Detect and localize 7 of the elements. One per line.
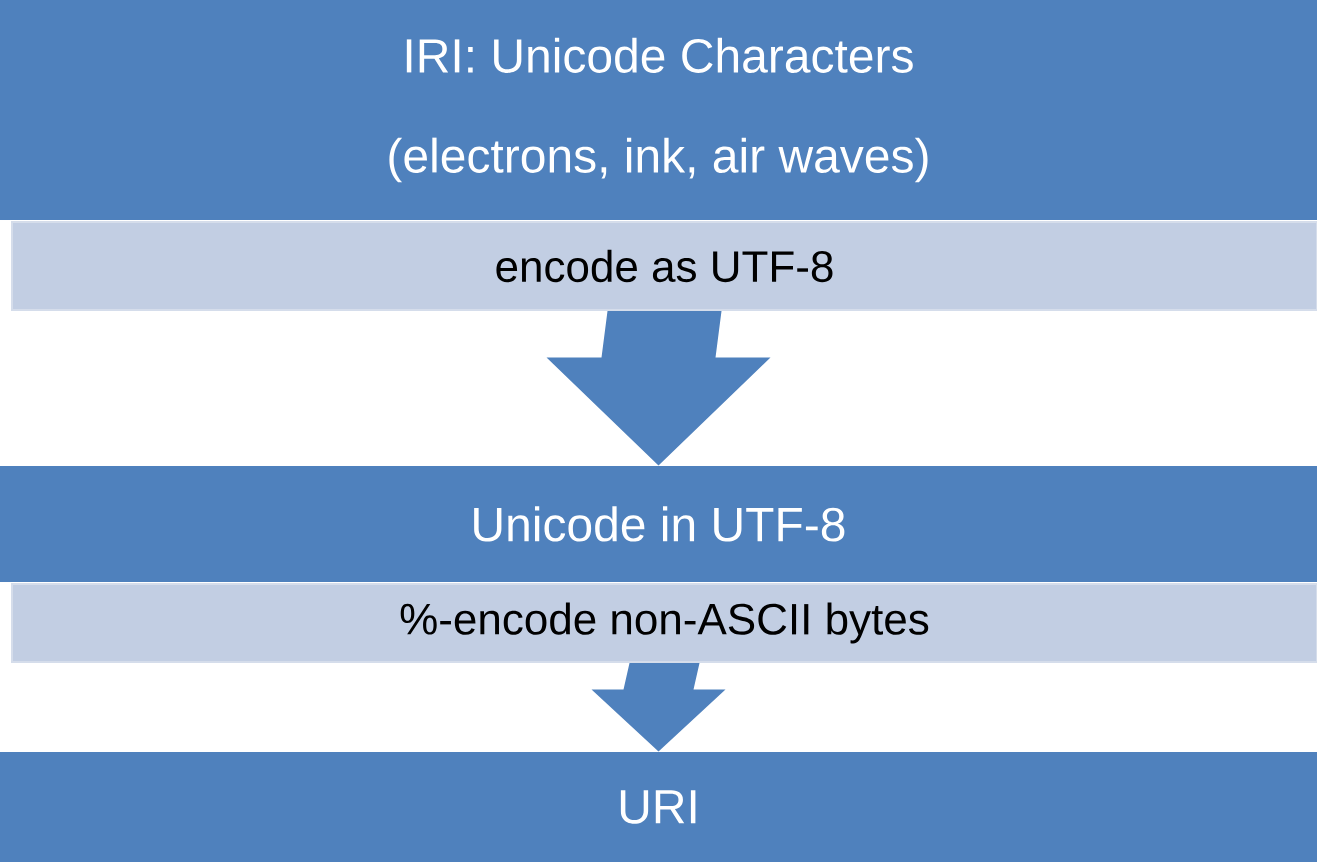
block-arrow: [546, 311, 771, 466]
step-band: %-encode non-ASCII bytes: [11, 583, 1317, 663]
block-arrow: [591, 663, 726, 752]
process-box: URI: [0, 752, 1317, 862]
process-box: IRI: Unicode Characters (electrons, ink, air waves): [0, 0, 1317, 220]
step-band: encode as UTF-8: [11, 221, 1317, 311]
process-box: Unicode in UTF-8: [0, 466, 1317, 582]
